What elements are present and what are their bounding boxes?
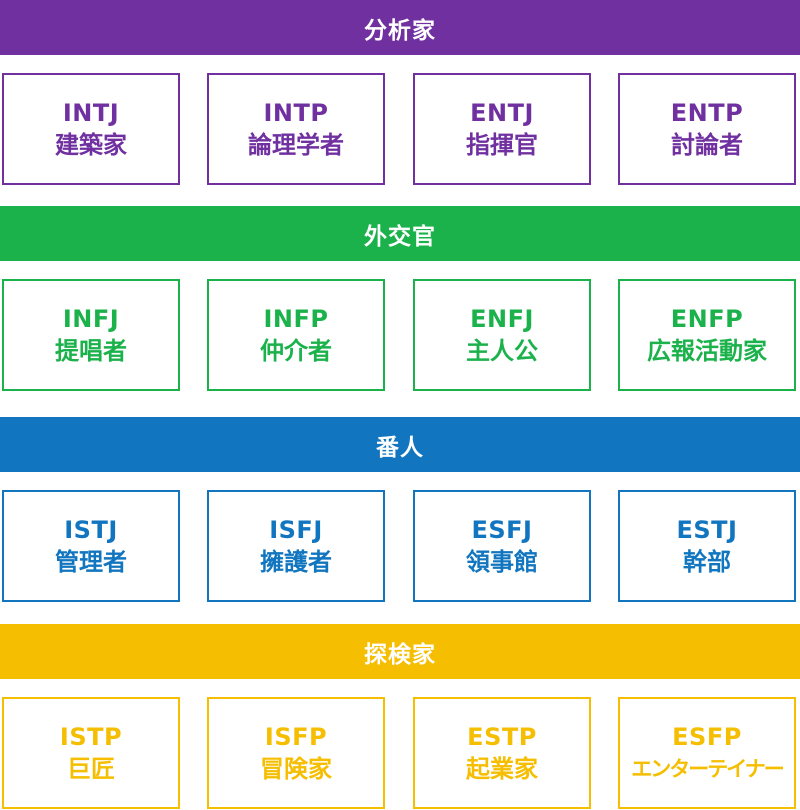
type-name: 仲介者: [260, 337, 332, 365]
type-card-infp: INFP 仲介者: [207, 279, 385, 391]
type-name: 幹部: [683, 548, 731, 576]
type-card-estp: ESTP 起業家: [413, 697, 591, 809]
type-code: ISFJ: [269, 516, 323, 544]
type-card-estj: ESTJ 幹部: [618, 490, 796, 602]
type-name: 指揮官: [466, 131, 538, 159]
type-code: INFJ: [62, 305, 120, 333]
type-card-istj: ISTJ 管理者: [2, 490, 180, 602]
type-name: 提唱者: [55, 337, 127, 365]
type-card-isfj: ISFJ 擁護者: [207, 490, 385, 602]
type-name: エンターテイナー: [631, 757, 785, 781]
type-code: ESTP: [467, 723, 537, 751]
type-card-esfp: ESFP エンターテイナー: [618, 697, 796, 809]
type-name: 冒険家: [260, 755, 332, 783]
type-name: 建築家: [55, 131, 127, 159]
type-code: ISFP: [264, 723, 328, 751]
type-code: INTP: [263, 99, 329, 127]
type-card-entj: ENTJ 指揮官: [413, 73, 591, 185]
type-card-entp: ENTP 討論者: [618, 73, 796, 185]
type-code: ENFP: [670, 305, 744, 333]
type-name: 管理者: [55, 548, 127, 576]
type-name: 広報活動家: [647, 337, 767, 365]
type-code: ISTP: [59, 723, 123, 751]
group-banner: 番人: [0, 417, 800, 472]
type-card-istp: ISTP 巨匠: [2, 697, 180, 809]
type-code: ENFJ: [470, 305, 534, 333]
type-name: 巨匠: [67, 755, 115, 783]
type-name: 論理学者: [248, 131, 344, 159]
type-code: ENTJ: [470, 99, 534, 127]
type-code: ESFP: [672, 723, 742, 751]
type-card-isfp: ISFP 冒険家: [207, 697, 385, 809]
group-banner: 分析家: [0, 0, 800, 55]
type-card-enfp: ENFP 広報活動家: [618, 279, 796, 391]
type-code: ISTJ: [64, 516, 118, 544]
type-name: 討論者: [671, 131, 743, 159]
type-name: 主人公: [466, 337, 538, 365]
type-card-intp: INTP 論理学者: [207, 73, 385, 185]
type-card-esfj: ESFJ 領事館: [413, 490, 591, 602]
type-name: 起業家: [466, 755, 538, 783]
type-code: ESTJ: [676, 516, 738, 544]
type-card-enfj: ENFJ 主人公: [413, 279, 591, 391]
type-code: ENTP: [670, 99, 744, 127]
type-card-intj: INTJ 建築家: [2, 73, 180, 185]
type-code: ESFJ: [471, 516, 533, 544]
type-name: 領事館: [466, 548, 538, 576]
group-banner: 探検家: [0, 624, 800, 679]
type-card-infj: INFJ 提唱者: [2, 279, 180, 391]
group-banner: 外交官: [0, 206, 800, 261]
type-name: 擁護者: [260, 548, 332, 576]
type-code: INTJ: [62, 99, 120, 127]
type-code: INFP: [263, 305, 329, 333]
